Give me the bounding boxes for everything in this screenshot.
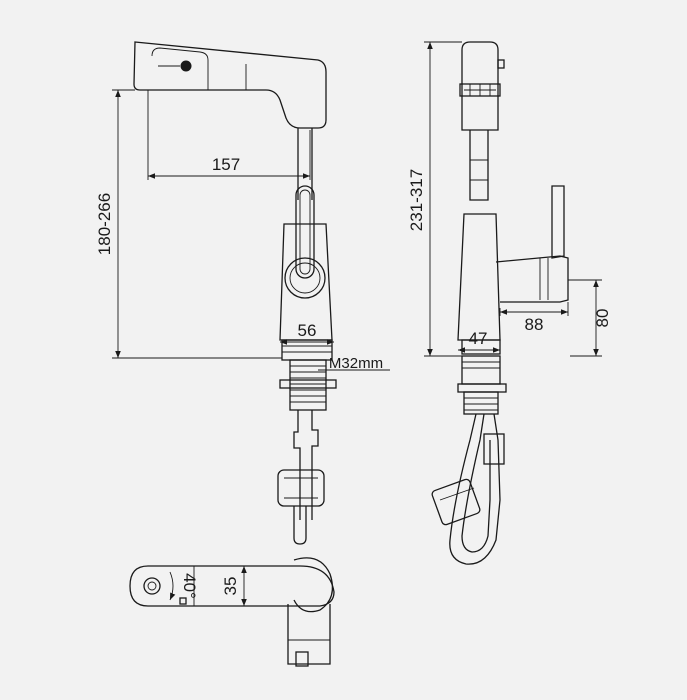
- top-dimensions: 35 40°: [169, 565, 260, 607]
- dim-height-side: 231-317: [407, 169, 426, 231]
- front-view: [133, 41, 337, 545]
- dim-body-width-front: 56: [298, 321, 317, 340]
- top-spout-outline: [129, 565, 335, 607]
- side-spray-head: [461, 41, 499, 131]
- top-view: [129, 557, 335, 667]
- dim-handle-reach: 88: [525, 315, 544, 334]
- thread-size-label: M32mm: [329, 355, 383, 372]
- front-dimensions: 157 180-266 56 M32mm: [95, 89, 390, 372]
- dim-handle-height: 80: [593, 309, 612, 328]
- front-spout-head: [133, 41, 327, 129]
- dim-height-front: 180-266: [95, 193, 114, 255]
- dim-top-width: 35: [221, 577, 240, 596]
- dim-spout-reach: 157: [212, 155, 240, 174]
- side-dimensions: 231-317 47 88 80: [407, 41, 612, 357]
- dim-body-width-side: 47: [469, 329, 488, 348]
- side-handle: [495, 255, 569, 303]
- rotation-angle-label: 40°: [180, 573, 199, 599]
- side-faucet-body: [457, 213, 501, 341]
- side-view: [431, 41, 569, 565]
- spray-button-icon: [180, 60, 192, 72]
